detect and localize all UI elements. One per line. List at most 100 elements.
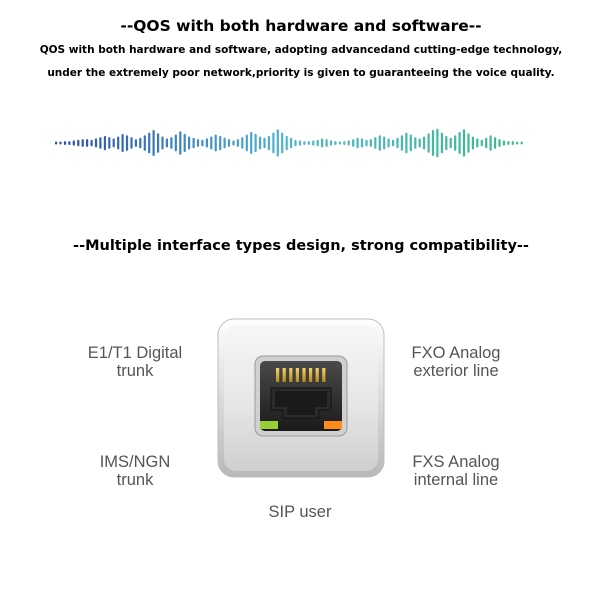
waveform-bar	[139, 137, 142, 149]
waveform-bar	[396, 137, 399, 149]
port-pin	[295, 368, 299, 382]
waveform-bar	[445, 135, 448, 151]
waveform-bar	[494, 137, 497, 149]
waveform-bar	[241, 137, 244, 149]
e1-t1-digital-trunk-label: E1/T1 Digital trunk	[65, 344, 205, 380]
waveform-bar	[365, 139, 368, 147]
waveform-bar	[179, 131, 182, 155]
waveform-bar	[108, 137, 111, 149]
label-line: IMS/NGN	[99, 453, 171, 471]
waveform-bar	[454, 135, 457, 151]
fxo-analog-exterior-line-label: FXO Analog exterior line	[396, 344, 516, 380]
waveform-bar	[99, 137, 102, 149]
waveform-bar	[471, 136, 474, 150]
waveform-bar	[174, 134, 177, 152]
waveform-bar	[63, 141, 67, 145]
waveform-bar	[68, 141, 71, 145]
waveform-bar	[77, 139, 80, 147]
waveform-bar	[520, 141, 523, 145]
waveform-bar	[467, 133, 470, 153]
waveform-bar	[303, 141, 306, 145]
waveform-bar	[321, 138, 324, 148]
waveform-bar	[418, 138, 421, 148]
waveform-bar	[143, 135, 146, 151]
waveform-bar	[165, 138, 168, 148]
waveform-bar	[254, 133, 257, 153]
waveform-bar	[188, 136, 191, 150]
label-line: FXO Analog	[411, 344, 501, 362]
waveform-bar	[192, 137, 195, 149]
waveform-bar	[205, 138, 208, 148]
voice-waveform-icon	[55, 128, 523, 158]
waveform-bar	[210, 136, 213, 150]
waveform-bar	[59, 141, 62, 145]
waveform-bar	[436, 128, 439, 158]
qos-title: --QOS with both hardware and software--	[120, 17, 482, 35]
waveform-bar	[272, 132, 275, 154]
waveform-bar	[423, 136, 426, 150]
waveform-bar	[250, 131, 253, 154]
waveform-bar	[94, 138, 98, 148]
label-line: FXS Analog	[412, 453, 500, 471]
waveform-bar	[72, 140, 75, 146]
fxs-analog-internal-line-label: FXS Analog internal line	[396, 453, 516, 489]
waveform-bar	[316, 139, 319, 147]
orange-led-icon	[324, 421, 342, 429]
waveform-bar	[489, 135, 492, 151]
waveform-bar	[130, 137, 133, 149]
waveform-bar	[360, 138, 364, 148]
waveform-bar	[511, 141, 514, 145]
waveform-bar	[356, 137, 359, 149]
label-line: trunk	[116, 362, 154, 380]
waveform-bar	[414, 137, 417, 149]
waveform-bar	[400, 135, 403, 151]
waveform-bar	[374, 137, 377, 149]
waveform-bar	[369, 139, 372, 147]
waveform-bar	[157, 133, 160, 153]
waveform-bar	[117, 136, 120, 150]
waveform-bar	[334, 141, 337, 145]
waveform-bar	[440, 132, 443, 154]
label-line: E1/T1 Digital	[87, 344, 183, 362]
waveform-bar	[485, 137, 488, 149]
port-pin	[276, 368, 280, 382]
waveform-bar	[329, 140, 333, 146]
waveform-bar	[90, 139, 93, 147]
waveform-bar	[245, 134, 248, 152]
waveform-bar	[431, 130, 435, 156]
waveform-bar	[312, 140, 315, 146]
waveform-bar	[290, 137, 293, 149]
waveform-bar	[325, 139, 328, 147]
waveform-bar	[298, 140, 302, 146]
label-line: exterior line	[413, 362, 499, 380]
waveform-bar	[480, 139, 483, 147]
waveform-bar	[516, 141, 519, 145]
port-pin	[302, 368, 306, 382]
green-led-icon	[260, 421, 278, 429]
waveform-bar	[392, 139, 395, 147]
qos-description-line-2: under the extremely poor network,priorit…	[47, 67, 555, 79]
waveform-bar	[227, 139, 231, 147]
waveform-bar	[476, 138, 479, 148]
label-line: internal line	[413, 471, 499, 489]
waveform-bar	[196, 139, 200, 147]
waveform-bar	[201, 139, 204, 147]
waveform-bar	[81, 139, 84, 147]
waveform-bar	[352, 139, 355, 147]
waveform-bar	[449, 137, 452, 149]
waveform-bar	[502, 140, 505, 146]
waveform-bar	[338, 141, 341, 145]
waveform-bar	[347, 140, 350, 146]
waveform-bar	[405, 132, 408, 154]
waveform-bar	[152, 130, 155, 156]
waveform-bar	[409, 134, 412, 152]
waveform-bar	[134, 139, 137, 147]
interface-title: --Multiple interface types design, stron…	[73, 238, 529, 254]
waveform-bar	[498, 139, 501, 147]
port-pin	[322, 368, 326, 382]
ims-ngn-trunk-label: IMS/NGN trunk	[65, 453, 205, 489]
waveform-bar	[276, 129, 279, 157]
waveform-bar	[219, 135, 222, 151]
waveform-bar	[378, 135, 381, 151]
waveform-bar	[259, 136, 262, 150]
